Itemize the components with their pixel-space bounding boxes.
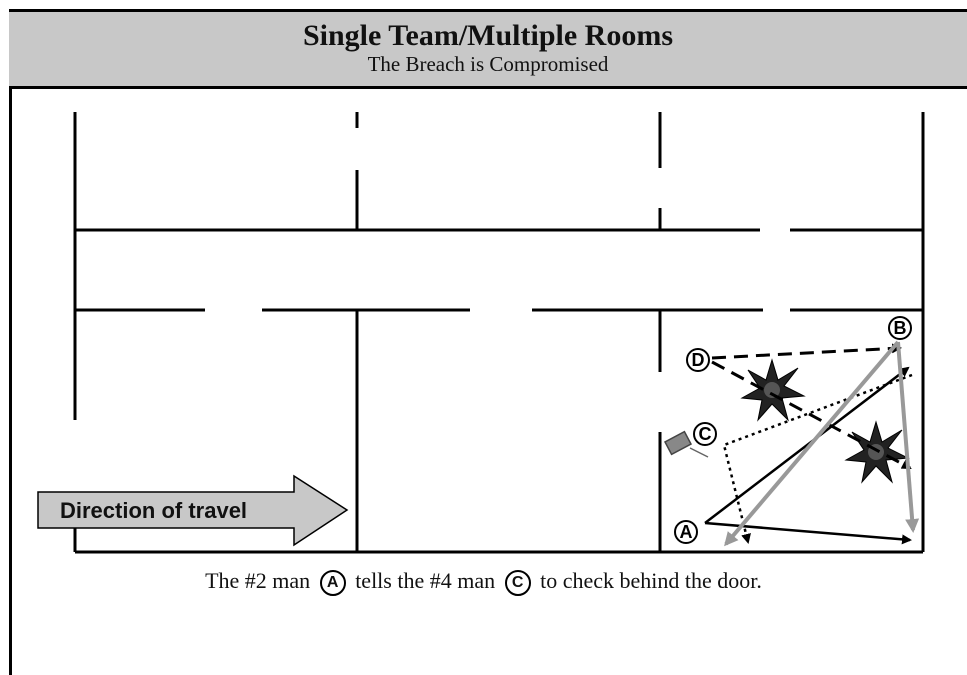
svg-text:C: C <box>699 424 712 444</box>
marker-b: B <box>888 316 912 340</box>
diagram-caption: The #2 man A tells the #4 man C to check… <box>0 568 967 596</box>
caption-part-2: tells the #4 man <box>355 568 496 593</box>
marker-a: A <box>674 520 698 544</box>
marker-d: D <box>686 348 710 372</box>
threat-starburst-1 <box>740 358 806 422</box>
direction-label: Direction of travel <box>60 498 247 523</box>
path-d-diagonal <box>711 360 912 470</box>
direction-of-travel-arrow: Direction of travel <box>37 474 349 547</box>
marker-a-icon: A <box>319 570 346 596</box>
movement-paths <box>704 340 920 547</box>
building-walls <box>73 112 925 554</box>
left-border <box>9 9 12 675</box>
caption-part-1: The #2 man <box>205 568 311 593</box>
marker-c-icon: C <box>504 570 531 596</box>
marker-c: C <box>693 422 717 446</box>
svg-text:B: B <box>894 318 907 338</box>
svg-text:D: D <box>692 350 705 370</box>
diagram-subtitle: The Breach is Compromised <box>367 52 609 76</box>
door <box>663 430 709 458</box>
header-banner: Single Team/Multiple Rooms The Breach is… <box>9 9 967 89</box>
diagram-title: Single Team/Multiple Rooms <box>302 19 674 52</box>
path-d-to-b-corner <box>711 343 902 360</box>
path-b-diagonal <box>724 340 900 547</box>
path-b-down <box>896 341 920 533</box>
path-a-diagonal <box>704 366 910 524</box>
path-c-dotted <box>722 373 913 544</box>
svg-text:A: A <box>680 522 693 542</box>
caption-part-3: to check behind the door. <box>540 568 762 593</box>
